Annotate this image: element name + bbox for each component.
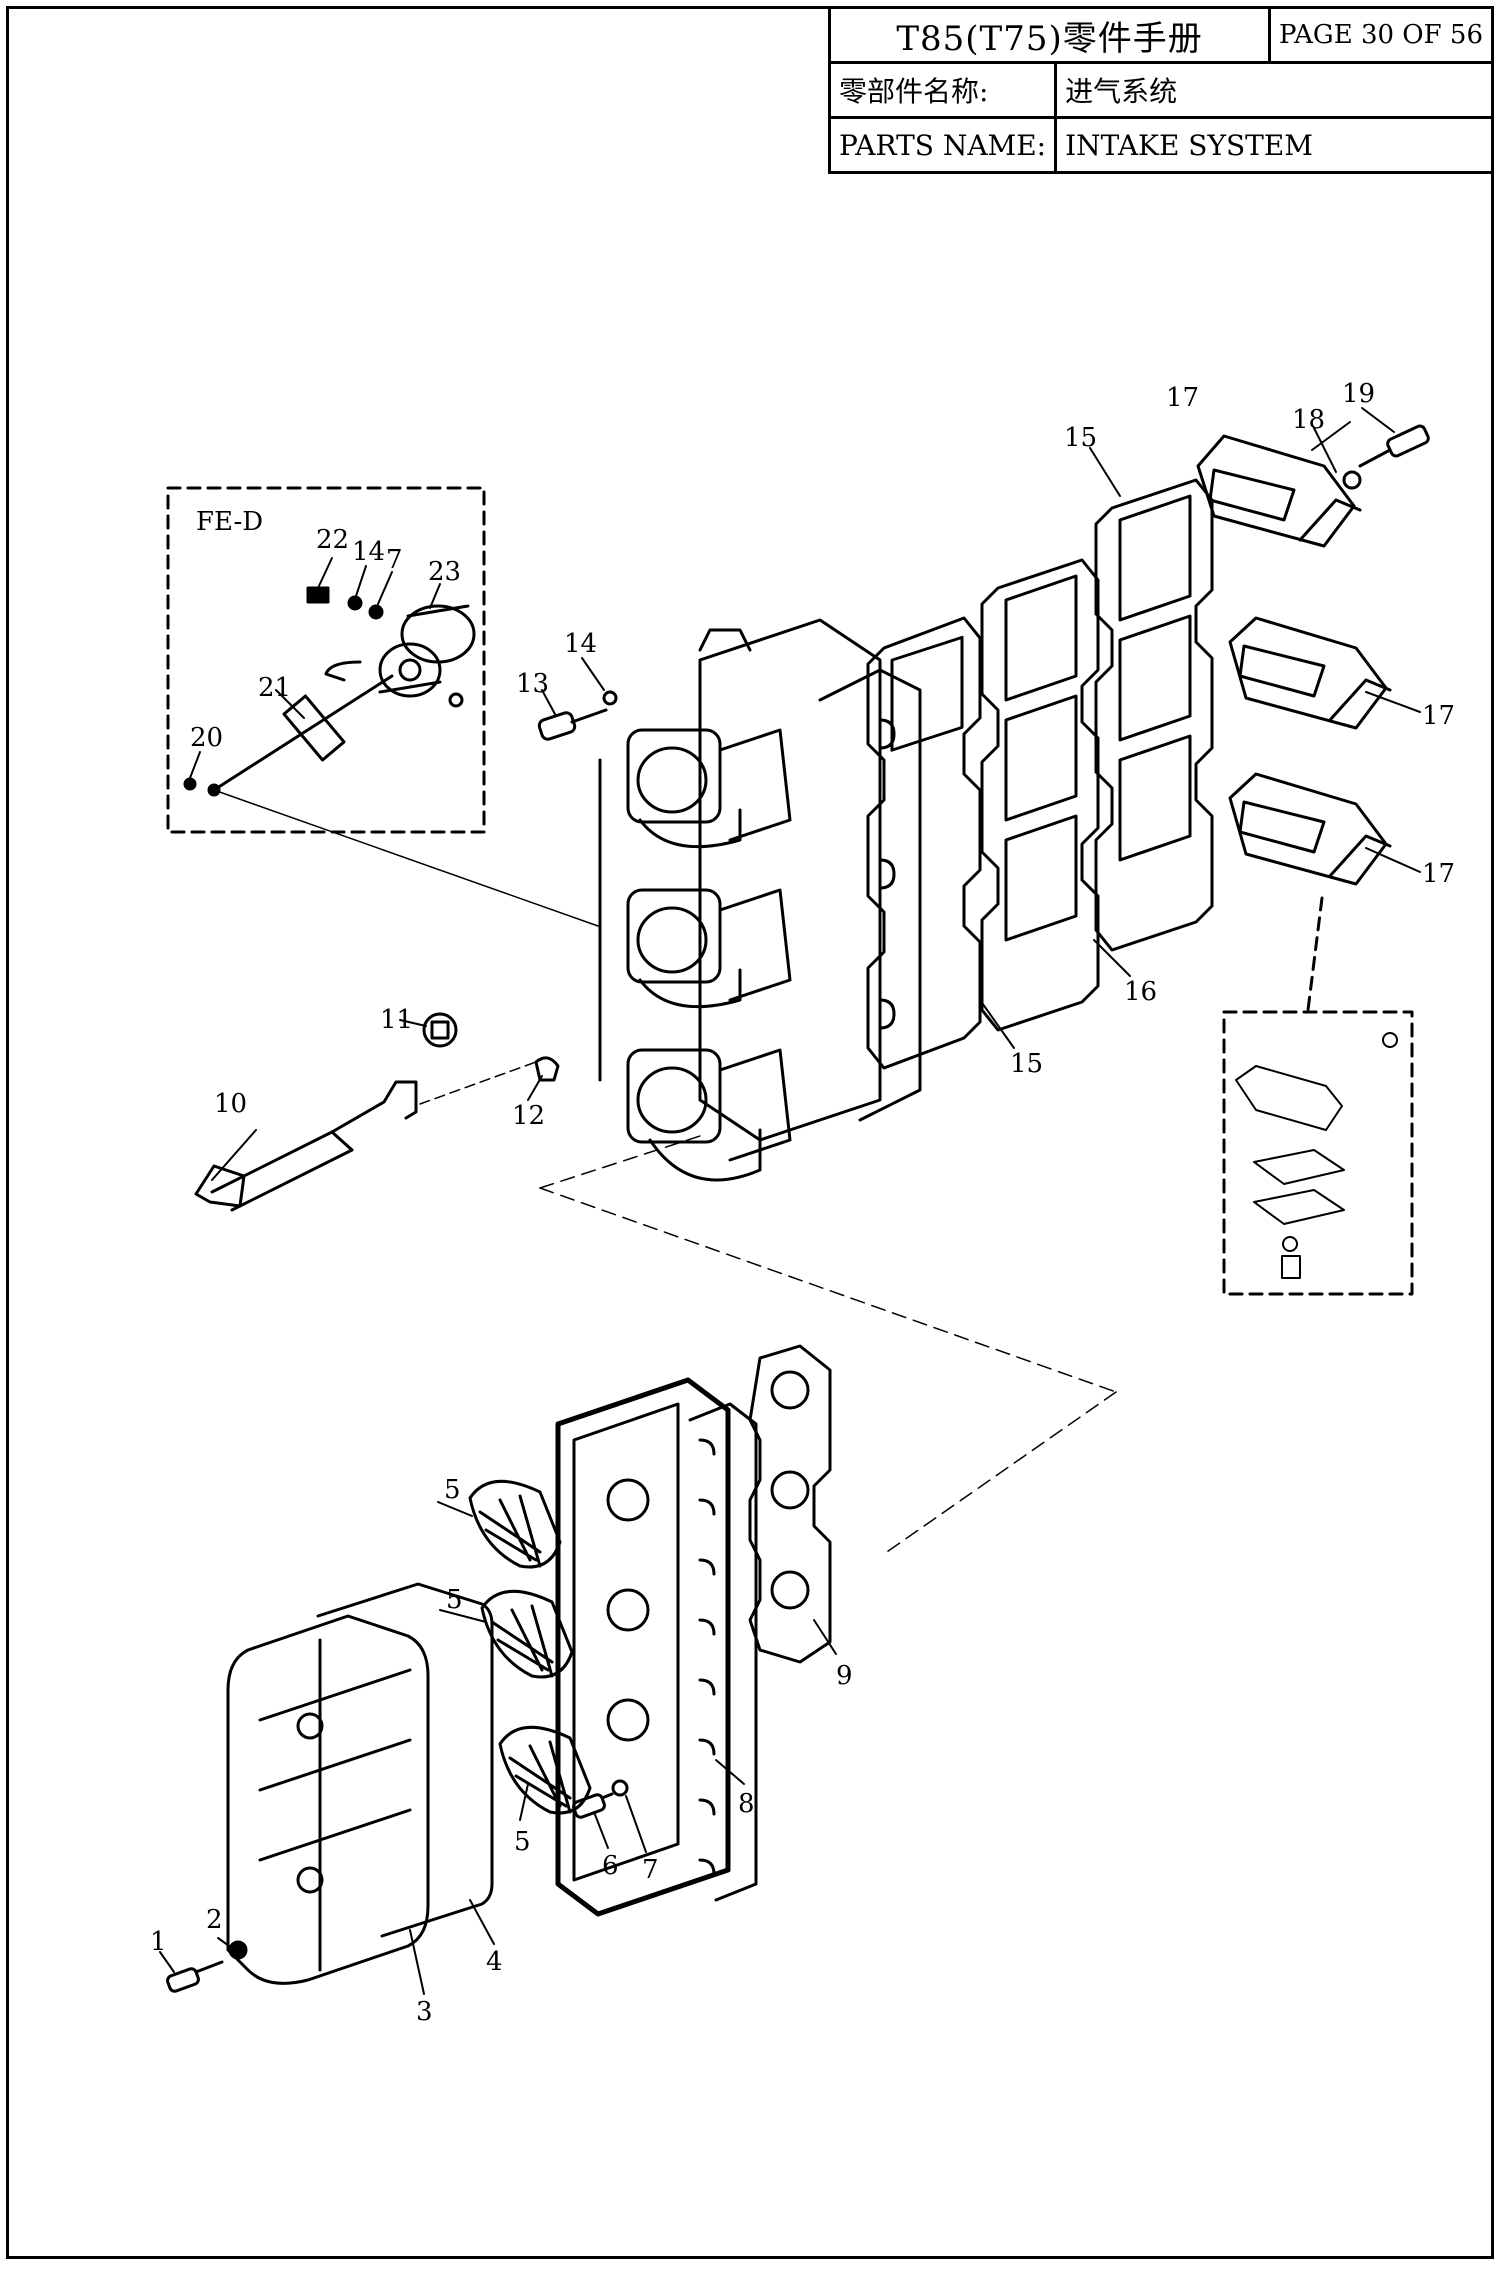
callout-2: 2 (206, 1905, 223, 1935)
callout-5b: 5 (446, 1585, 463, 1615)
seal-part-4 (316, 1582, 494, 1938)
washer-part-18 (1342, 470, 1362, 490)
gasket-part-15-rear (1094, 478, 1214, 952)
flame-arrester-part-5 (468, 1479, 592, 1815)
callout-11: 11 (380, 1005, 413, 1035)
callout-15-bottom: 15 (1010, 1049, 1043, 1079)
callout-8: 8 (738, 1789, 755, 1819)
callout-15-top: 15 (1064, 423, 1097, 453)
parts-name-en-value: INTAKE SYSTEM (1054, 116, 1494, 174)
callout-17-bottom: 17 (1422, 859, 1455, 889)
callout-14: 14 (564, 629, 597, 659)
callout-16: 16 (1124, 977, 1157, 1007)
callout-5c: 5 (514, 1827, 531, 1857)
choke-lever-part-10 (194, 1080, 418, 1212)
parts-name-cn-label: 零部件名称: (827, 61, 1058, 119)
gasket-part-15-front (866, 616, 982, 1070)
parts-name-en-label: PARTS NAME: (827, 116, 1058, 174)
washer-part-7b (611, 1779, 629, 1797)
manual-title: T85(T75)零件手册 (827, 6, 1272, 64)
reed-valve-part-17-mid (1228, 616, 1392, 730)
callout-20: 20 (190, 723, 223, 753)
gasket-part-16 (980, 558, 1100, 1032)
plug-part-20 (183, 777, 197, 791)
screw-part-19 (1358, 424, 1430, 468)
reed-valve-part-17-top (1196, 434, 1362, 548)
callout-5a: 5 (444, 1475, 461, 1505)
callout-13: 13 (516, 669, 549, 699)
screw-part-6 (572, 1792, 614, 1819)
inset-title: FE-D (196, 507, 263, 537)
sensor-part-23 (324, 604, 476, 708)
callout-19: 19 (1342, 379, 1375, 409)
washer-part-14 (347, 595, 363, 611)
callout-3: 3 (416, 1997, 433, 2027)
callout-10: 10 (214, 1089, 247, 1119)
silencer-body-part-8 (555, 1377, 758, 1917)
clip-part-12 (419, 1056, 560, 1105)
rod-part-21 (212, 674, 394, 792)
reed-valve-part-17-bottom (1228, 772, 1392, 886)
callout-18: 18 (1292, 405, 1325, 435)
carburetor-assembly (598, 618, 922, 1182)
callout-6: 6 (602, 1851, 619, 1881)
callout-17-top: 17 (1166, 383, 1199, 413)
parts-name-cn-value: 进气系统 (1054, 61, 1494, 119)
callout-labels: 1 2 3 4 5 5 5 6 7 8 9 10 11 12 13 14 15 … (150, 379, 1455, 2027)
page-frame (6, 6, 1494, 2259)
callout-9: 9 (836, 1661, 853, 1691)
callout-7: 7 (642, 1855, 659, 1885)
callout-1: 1 (150, 1927, 167, 1957)
callout-17-mid: 17 (1422, 701, 1455, 731)
callout-23: 23 (428, 557, 461, 587)
washer-part-14b (602, 690, 618, 706)
screw-part-1 (166, 1960, 224, 1993)
page-number: PAGE 30 OF 56 (1268, 6, 1494, 64)
callout-4: 4 (486, 1947, 503, 1977)
washer-part-7 (368, 604, 384, 620)
gasket-part-9 (748, 1344, 832, 1664)
callout-7-inset: 7 (386, 545, 403, 575)
reed-valve-detail-inset (1222, 896, 1414, 1296)
fe-d-inset: FE-D (166, 486, 599, 927)
callout-14-inset: 14 (352, 537, 385, 567)
title-block: T85(T75)零件手册 PAGE 30 OF 56 零部件名称: 进气系统 P… (827, 6, 1494, 174)
callout-leaders (159, 407, 1421, 1995)
knob-part-11 (422, 1012, 458, 1048)
screw-part-22 (306, 586, 330, 604)
silencer-cover-part-3 (226, 1614, 430, 1985)
callout-22: 22 (316, 525, 349, 555)
washer-part-2 (228, 1940, 248, 1960)
callout-12: 12 (512, 1101, 545, 1131)
callout-21: 21 (258, 673, 291, 703)
screw-part-13 (537, 708, 608, 741)
